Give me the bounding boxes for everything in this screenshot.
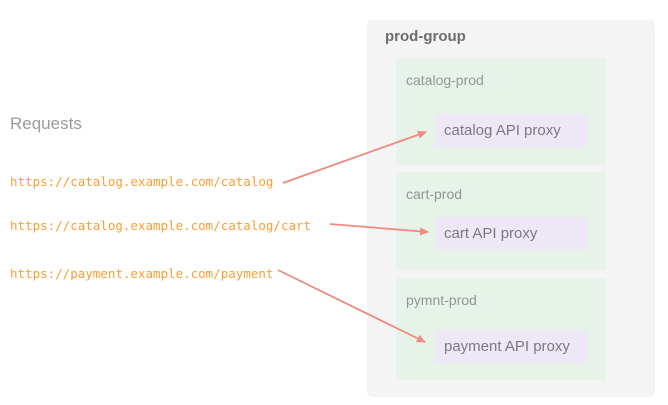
request-url-payment: https://payment.example.com/payment [10,266,274,281]
requests-heading: Requests [10,114,82,133]
prod-group-panel: prod-group catalog-prod catalog API prox… [367,20,655,397]
request-url-catalog: https://catalog.example.com/catalog [10,174,274,189]
prod-group-title: prod-group [385,28,466,45]
env-label-cart-prod: cart-prod [406,186,463,202]
env-label-catalog-prod: catalog-prod [406,72,484,88]
request-url-catalog-cart: https://catalog.example.com/catalog/cart [10,218,312,233]
proxy-box-cart: cart API proxy [435,217,587,250]
proxy-box-catalog: catalog API proxy [435,114,587,147]
env-box-catalog-prod: catalog-prod catalog API proxy [396,58,606,165]
env-box-pymnt-prod: pymnt-prod payment API proxy [396,278,606,380]
proxy-box-payment: payment API proxy [435,330,587,363]
env-label-pymnt-prod: pymnt-prod [406,292,477,308]
env-box-cart-prod: cart-prod cart API proxy [396,172,606,270]
